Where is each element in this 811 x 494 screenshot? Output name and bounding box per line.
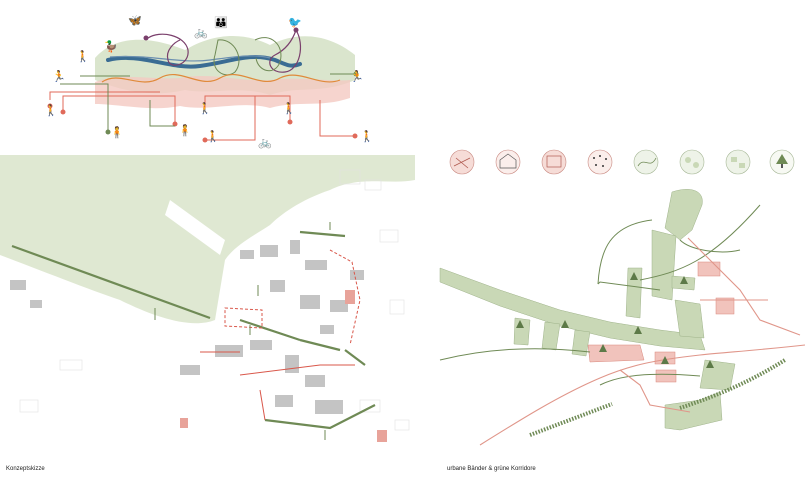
child-icon: 🚶 (282, 102, 296, 115)
jogger-icon: 🏃 (350, 70, 364, 83)
red-band (95, 76, 350, 109)
bird-icon: 🐦 (288, 16, 302, 29)
purple-route-left (147, 33, 189, 66)
butterfly-icon: 🦋 (128, 14, 142, 27)
caption-urban-bands: urbane Bänder & grüne Korridore (447, 466, 536, 472)
concept-sketch: 🏃 🚶 🚶 🦆 🦋 🚲 👪 🐦 🧍 🧍 🚶 🚶 🚲 🚶 🏃 🚶 (44, 14, 374, 149)
left-map (0, 155, 415, 442)
tree-markers (516, 272, 714, 368)
green-corridor-shapes (439, 189, 736, 431)
corridor-markers (154, 222, 331, 440)
green-routes (439, 204, 761, 386)
park-plan-icon (633, 149, 659, 175)
person-with-child-icon: 🚶 (76, 50, 90, 63)
orange-wave (101, 73, 341, 83)
green-corridors (11, 230, 376, 430)
railway-band (529, 358, 787, 437)
right-diagram (439, 189, 806, 446)
red-blocks (180, 290, 387, 442)
river (106, 55, 302, 69)
urban-bands (200, 249, 361, 421)
family-icon: 👪 (214, 16, 228, 29)
woodland-icon (769, 149, 795, 175)
cyclist-icon: 🚲 (194, 26, 208, 39)
garden-plan-icon (725, 149, 751, 175)
shopper-icon: 🚶 (206, 130, 220, 143)
event-crowd-icon (587, 149, 613, 175)
caption-concept-sketch: Konzeptskizze (6, 466, 45, 472)
elderly-person-icon: 🧍 (110, 126, 124, 139)
plaza-icon (449, 149, 475, 175)
meadow-plan-icon (679, 149, 705, 175)
purple-route-right (269, 29, 302, 73)
pink-roads (479, 237, 806, 446)
walker-icon: 🧍 (178, 124, 192, 137)
dog-walker-icon: 🚶 (198, 102, 212, 115)
person-waving-icon: 🚶 (360, 130, 374, 143)
duck-icon: 🦆 (104, 40, 118, 53)
typology-icons (449, 149, 795, 175)
market-hall-icon (495, 149, 521, 175)
cyclist-orange-icon: 🚲 (258, 136, 272, 149)
person-red-icon: 🚶 (44, 104, 58, 117)
concept-icons: 🏃 🚶 🚶 🦆 🦋 🚲 👪 🐦 🧍 🧍 🚶 🚶 🚲 🚶 🏃 🚶 (44, 14, 374, 149)
courtyard-icon (541, 149, 567, 175)
running-person-icon: 🏃 (52, 70, 66, 83)
